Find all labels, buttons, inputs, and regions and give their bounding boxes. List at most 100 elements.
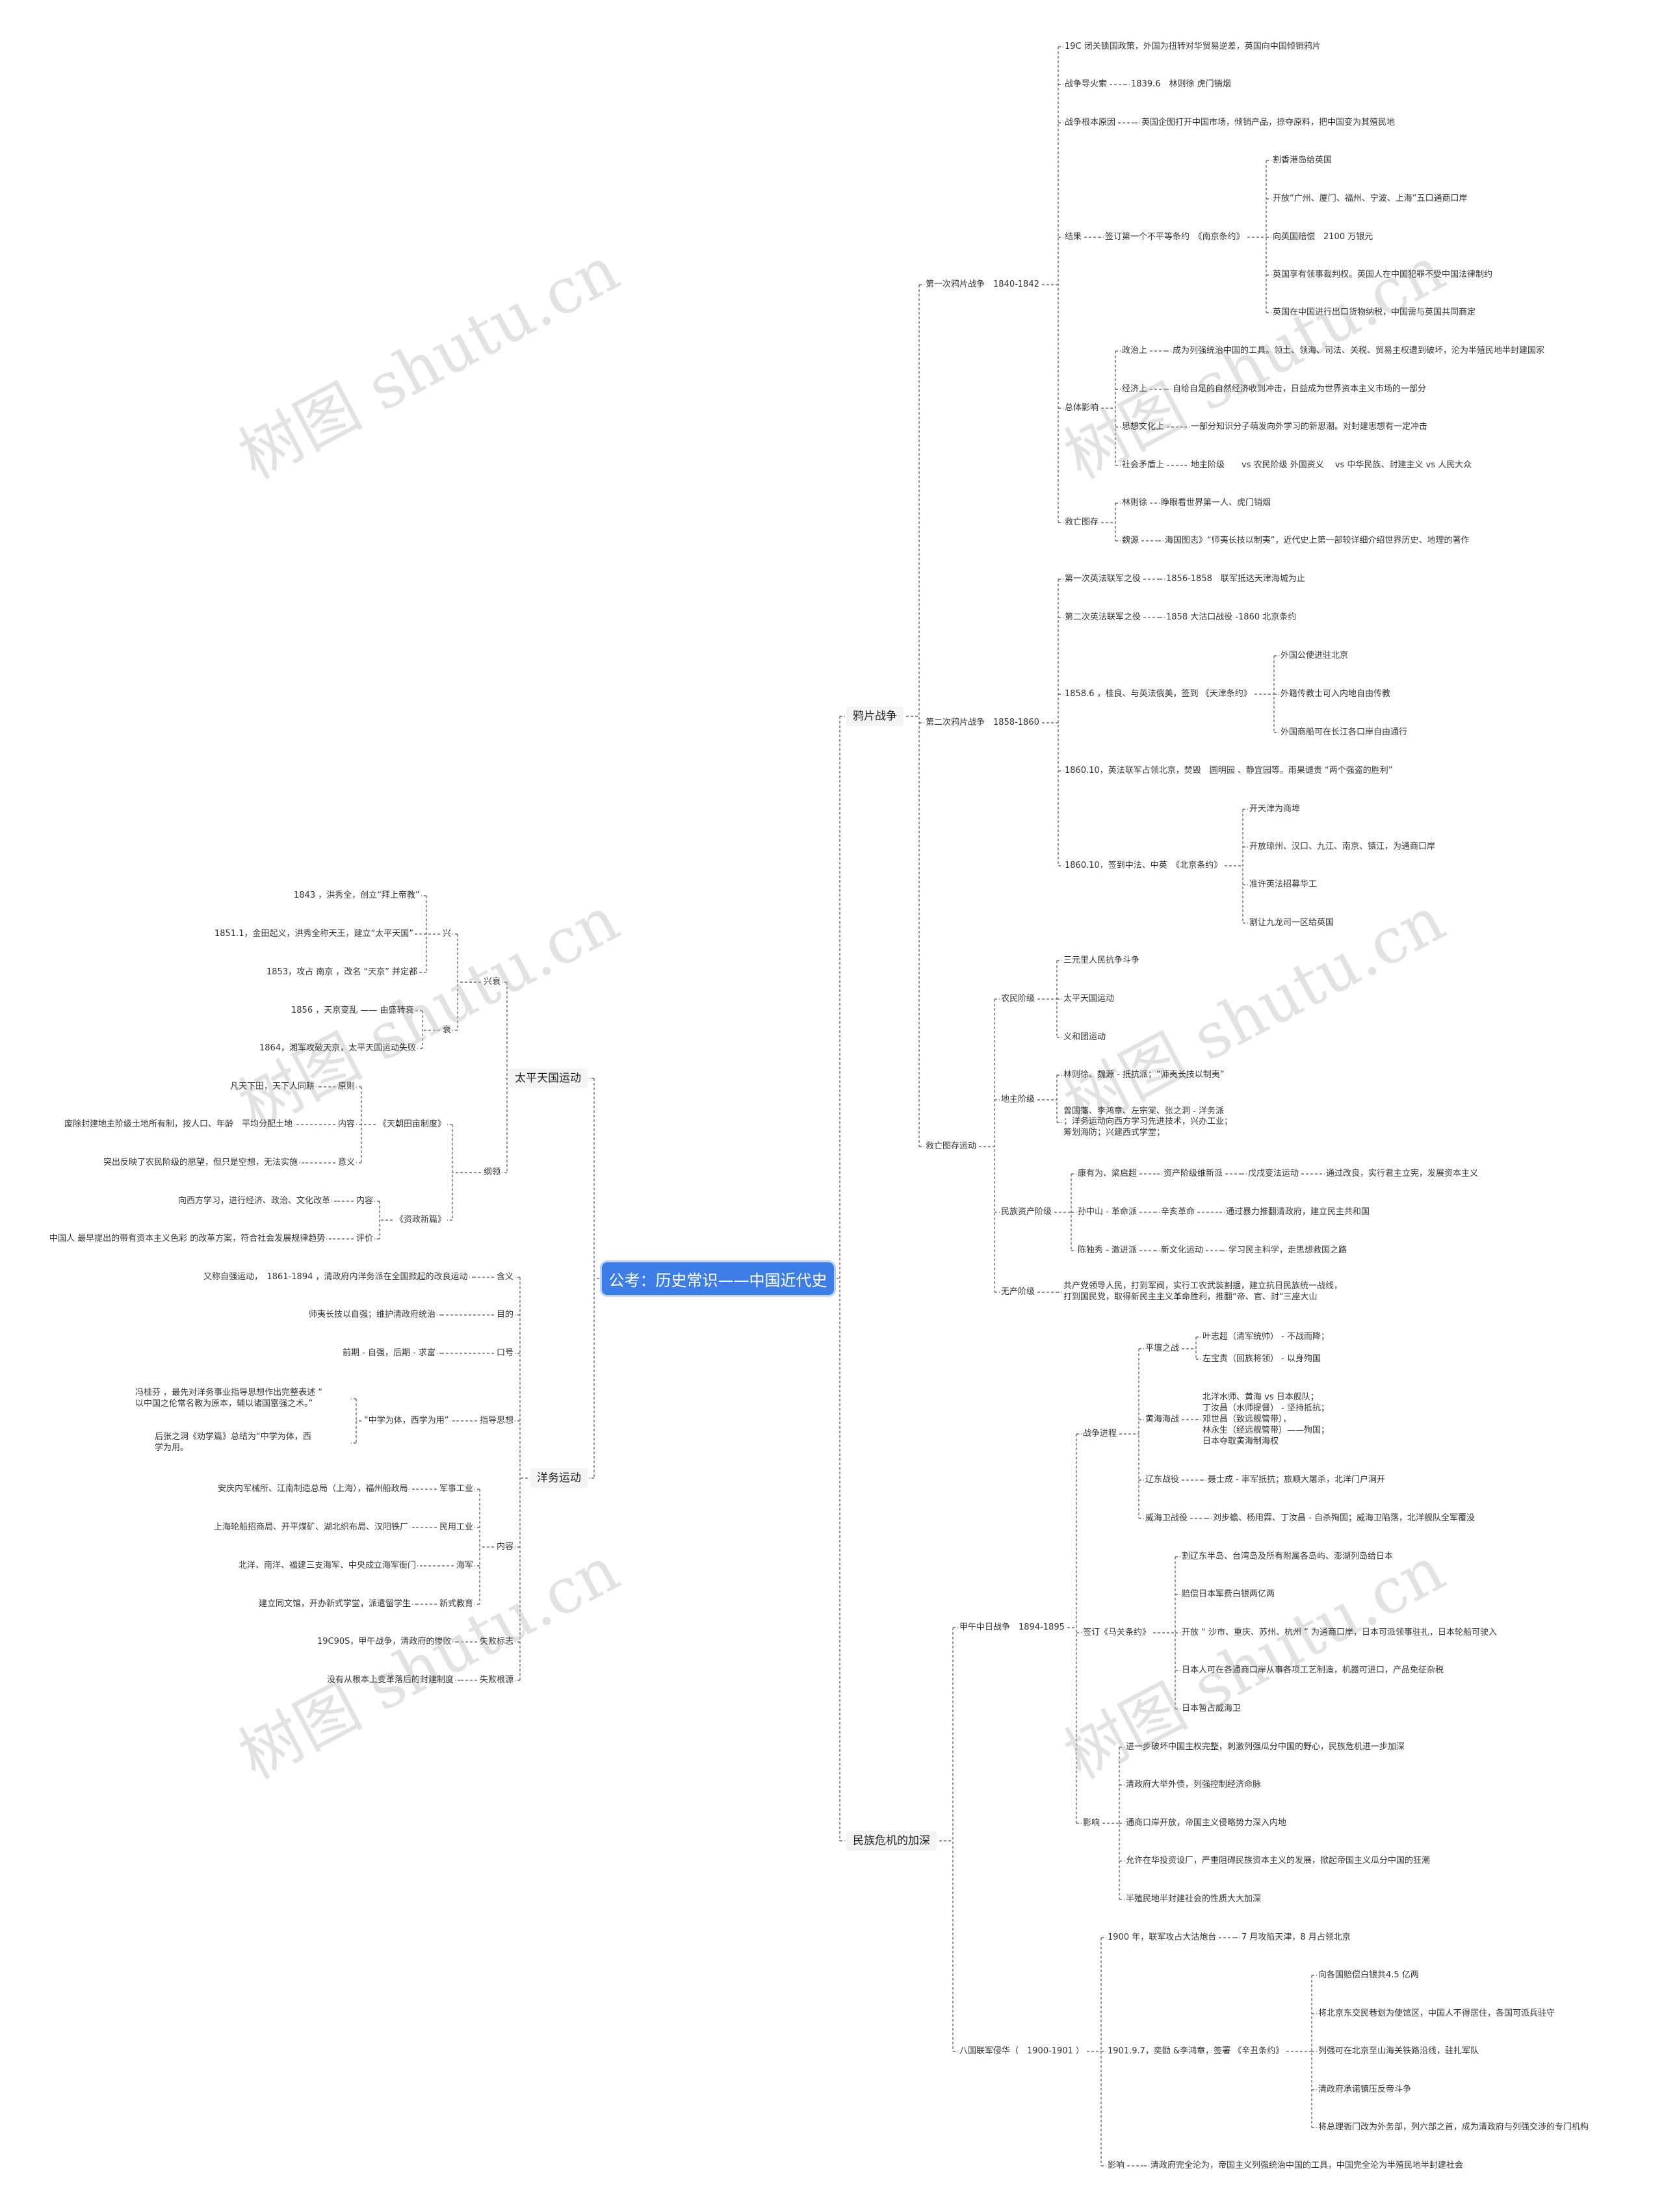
topic-right-crisis-boxer-items-6[interactable]: 清政府承诺镇压反帝斗争 [1318,2084,1412,2094]
topic-right-crisis-sino-items-16[interactable]: 影响 [1083,1817,1100,1828]
topic-right-opium-first-items-7[interactable]: 割香港岛给英国 [1273,155,1332,165]
topic-right-crisis-boxer-items-2[interactable]: 1901.9.7，奕劻 &李鸿章，签署 《辛丑条约》 [1108,2046,1284,2056]
topic-right-opium-first-items-1[interactable]: 战争导火索 [1065,79,1108,89]
topic-left-yangwu-items-21[interactable]: 失败根源 [480,1674,514,1685]
topic-right-crisis-sino-items-3[interactable]: 左宝贵（回族将领） - 以身殉国 [1202,1353,1321,1364]
topic-right-opium-first-items-9[interactable]: 向英国赔偿 2100 万银元 [1273,231,1373,242]
topic-right-opium-save-label[interactable]: 救亡图存运动 [926,1141,977,1151]
topic-left-taiping-items-19[interactable]: 评价 [356,1233,374,1243]
topic-right-opium-first-items-20[interactable]: 地主阶级 vs 农民阶级 外国资义 vs 中华民族、封建主义 vs 人民大众 [1191,460,1472,470]
topic-left-yangwu-items-0[interactable]: 含义 [497,1271,514,1282]
topic-right-crisis-boxer-items-5[interactable]: 列强可在北京至山海关铁路沿线，驻扎军队 [1318,2046,1479,2056]
topic-right-opium-save-items-1[interactable]: 三元里人民抗争斗争 [1063,955,1140,965]
topic-right-opium-first-items-16[interactable]: 自给自足的自然经济收到冲击，日益成为世界资本主义市场的一部分 [1173,384,1427,394]
topic-left-yangwu-items-19[interactable]: 失败标志 [480,1636,514,1646]
topic-right-crisis-sino-items-6[interactable]: 辽东战役 [1145,1474,1180,1485]
topic-right-opium-first-items-12[interactable]: 总体影响 [1065,402,1099,413]
topic-right-opium-first-items-10[interactable]: 英国享有领事裁判权。英国人在中国犯罪不受中国法律制约 [1273,269,1493,280]
topic-right-opium-first-items-19[interactable]: 社会矛盾上 [1122,460,1165,470]
topic-left-taiping-items-6[interactable]: 1856 ，天京变乱 —— 由盛转衰 [291,1005,414,1015]
topic-right-opium-first-items-2[interactable]: 1839.6 林则徐 虎门销烟 [1131,79,1231,89]
topic-right-opium-save-items-5[interactable]: 林则徐、魏源 - 抵抗派；“师夷长技以制夷” [1063,1069,1225,1080]
topic-right-crisis-sino-items-14[interactable]: 日本人可在各通商口岸从事各项工艺制造，机器可进口，产品免征杂税 [1182,1665,1444,1675]
topic-right-crisis-sino-items-10[interactable]: 签订《马关条约》 [1083,1627,1151,1637]
topic-right-opium-save-items-10[interactable]: 戊戌变法运动 [1248,1168,1299,1178]
topic-left-yangwu-items-18[interactable]: 建立同文馆，开办新式学堂，派遣留学生 [259,1598,411,1609]
topic-right-opium-save-items-9[interactable]: 资产阶级维新派 [1164,1168,1223,1178]
branch-left-yangwu-label[interactable]: 洋务运动 [530,1468,588,1489]
topic-right-opium-save-items-17[interactable]: 学习民主科学，走思想救国之路 [1228,1245,1347,1255]
topic-right-crisis-sino-items-2[interactable]: 叶志超（清军统帅） - 不战而降； [1202,1331,1329,1342]
topic-left-yangwu-items-13[interactable]: 民用工业 [439,1522,474,1532]
topic-right-opium-second-items-7[interactable]: 外国商船可在长江各口岸自由通行 [1280,727,1408,737]
topic-right-opium-save-items-14[interactable]: 通过暴力推翻清政府，建立民主共和国 [1226,1206,1370,1217]
topic-right-crisis-sino-items-15[interactable]: 日本暂占威海卫 [1182,1703,1242,1713]
topic-right-crisis-sino-label[interactable]: 甲午中日战争 1894-1895 [959,1622,1065,1632]
topic-left-yangwu-items-17[interactable]: 新式教育 [439,1598,474,1609]
topic-right-opium-first-items-11[interactable]: 英国在中国进行出口货物纳税，中国需与英国共同商定 [1273,307,1476,317]
topic-left-taiping-items-15[interactable]: 突出反映了农民阶级的愿望，但只是空想，无法实施 [103,1157,298,1167]
topic-right-crisis-boxer-items-7[interactable]: 将总理衙门改为外务部，列六部之首，成为清政府与列强交涉的专门机构 [1318,2122,1589,2132]
topic-left-yangwu-items-16[interactable]: 北洋、南洋、福建三支海军、中央成立海军衙门 [239,1560,417,1570]
topic-right-crisis-boxer-items-3[interactable]: 向各国赔偿白银共4.5 亿两 [1318,1970,1419,1980]
topic-right-opium-first-items-23[interactable]: 睁眼看世界第一人、虎门销烟 [1161,497,1271,508]
topic-left-taiping-items-1[interactable]: 兴 [443,928,452,939]
topic-right-opium-second-items-5[interactable]: 外国公使进驻北京 [1280,650,1349,660]
topic-left-taiping-items-4[interactable]: 1853，攻占 南京 ，改名 “天京” 并定都 [266,967,418,977]
topic-right-crisis-sino-items-0[interactable]: 战争进程 [1083,1428,1117,1438]
topic-right-opium-second-items-9[interactable]: 1860.10，签到中法、中英 《北京条约》 [1065,860,1223,870]
topic-right-opium-second-items-8[interactable]: 1860.10，英法联军占领北京，焚毁 圆明园 、静宜园等。雨果谴责 “两个强盗… [1065,765,1393,775]
topic-right-crisis-boxer-items-0[interactable]: 1900 年，联军攻占大沽炮台 [1108,1932,1217,1942]
topic-left-yangwu-items-4[interactable]: 口号 [497,1347,514,1358]
topic-left-yangwu-items-10[interactable]: 内容 [497,1541,514,1552]
root-topic[interactable]: 公考：历史常识——中国近代史 [602,1262,834,1295]
topic-right-crisis-sino-items-12[interactable]: 赔偿日本军费白银两亿两 [1182,1589,1275,1599]
topic-right-crisis-sino-items-11[interactable]: 割辽东半岛、台湾岛及所有附属各岛屿、澎湖列岛给日本 [1182,1551,1394,1561]
topic-left-yangwu-items-2[interactable]: 目的 [497,1309,514,1320]
topic-right-opium-first-items-8[interactable]: 开放“广州、厦门、福州、宁波、上海”五口通商口岸 [1273,193,1468,203]
topic-right-crisis-boxer-items-9[interactable]: 清政府完全沦为，帝国主义列强统治中国的工具，中国完全沦为半殖民地半封建社会 [1150,2160,1464,2170]
topic-right-opium-first-items-18[interactable]: 一部分知识分子萌发向外学习的新思潮。对封建思想有一定冲击 [1191,421,1428,432]
topic-right-opium-save-items-4[interactable]: 地主阶级 [1001,1094,1035,1104]
topic-left-yangwu-items-15[interactable]: 海军 [456,1560,474,1570]
topic-right-crisis-sino-items-1[interactable]: 平壤之战 [1145,1343,1180,1353]
topic-right-opium-first-items-6[interactable]: 签订第一个不平等条约 《南京条约》 [1105,231,1245,242]
topic-left-taiping-items-20[interactable]: 中国人 最早提出的带有资本主义色彩 的改革方案，符合社会发展规律趋势 [49,1233,326,1243]
topic-right-opium-first-items-14[interactable]: 成为列强统治中国的工具。领土、领海、司法、关税、贸易主权遭到破坏，沦为半殖民地半… [1173,345,1545,356]
topic-right-opium-second-items-0[interactable]: 第一次英法联军之役 [1065,573,1141,584]
topic-right-opium-save-items-8[interactable]: 康有为、梁启超 [1078,1168,1138,1178]
topic-left-taiping-items-5[interactable]: 衰 [443,1024,452,1035]
topic-right-crisis-sino-items-13[interactable]: 开放 “ 沙市、重庆、苏州、杭州 ” 为通商口岸，日本可派领事驻扎，日本轮船可驶… [1182,1627,1497,1637]
topic-right-opium-first-items-25[interactable]: 海国图志》“师夷长技以制夷”，近代史上第一部较详细介绍世界历史、地理的著作 [1165,535,1470,545]
topic-right-opium-first-items-24[interactable]: 魏源 [1122,535,1139,545]
topic-right-crisis-sino-items-7[interactable]: 聂士成 - 率军抵抗；旅顺大屠杀，北洋门户洞开 [1208,1474,1385,1485]
topic-right-opium-first-label[interactable]: 第一次鸦片战争 1840-1842 [926,279,1039,289]
topic-right-crisis-boxer-label[interactable]: 八国联军侵华（ 1900-1901 ） [959,2046,1084,2056]
topic-left-yangwu-items-1[interactable]: 又称自强运动， 1861-1894 ，清政府内洋务派在全国掀起的改良运动 [203,1271,468,1282]
topic-right-crisis-sino-items-8[interactable]: 威海卫战役 [1145,1513,1188,1523]
topic-left-taiping-items-7[interactable]: 1864，湘军攻破天京，太平天国运动失败 [259,1043,417,1053]
topic-right-opium-save-items-2[interactable]: 太平天国运动 [1063,993,1115,1004]
topic-left-taiping-items-16[interactable]: 《资政新篇》 [395,1214,447,1225]
topic-left-yangwu-items-14[interactable]: 上海轮船招商局、开平煤矿、湖北织布局、汉阳铁厂 [214,1522,409,1532]
topic-right-opium-save-items-18[interactable]: 无产阶级 [1001,1286,1035,1297]
topic-right-opium-second-label[interactable]: 第二次鸦片战争 1858-1860 [926,717,1039,727]
topic-right-opium-save-items-11[interactable]: 通过改良，实行君主立宪，发展资本主义 [1326,1168,1479,1178]
topic-right-crisis-boxer-items-4[interactable]: 将北京东交民巷划为使馆区，中国人不得居住，各国可派兵驻守 [1318,2008,1555,2018]
branch-left-taiping-label[interactable]: 太平天国运动 [508,1069,588,1089]
topic-left-taiping-items-2[interactable]: 1843 ，洪秀全，创立“拜上帝教” [294,890,420,900]
topic-left-yangwu-items-11[interactable]: 军事工业 [439,1483,474,1494]
topic-right-opium-save-items-16[interactable]: 新文化运动 [1161,1245,1204,1255]
topic-right-opium-save-items-3[interactable]: 义和团运动 [1063,1032,1106,1042]
topic-right-opium-first-items-17[interactable]: 思想文化上 [1122,421,1165,432]
topic-right-opium-first-items-5[interactable]: 结果 [1065,231,1082,242]
topic-left-taiping-items-14[interactable]: 意义 [338,1157,356,1167]
topic-right-opium-save-items-15[interactable]: 陈独秀 - 激进派 [1078,1245,1137,1255]
topic-right-opium-save-items-6[interactable]: 曾国藩、李鸿章、左宗棠、张之洞 - 洋务派 ；洋务运动向西方学习先进技术，兴办工… [1063,1106,1233,1138]
topic-right-opium-save-items-0[interactable]: 农民阶级 [1001,993,1035,1004]
topic-right-crisis-sino-items-21[interactable]: 半殖民地半封建社会的性质大大加深 [1126,1893,1262,1904]
topic-right-crisis-boxer-items-1[interactable]: 7 月攻陷天津，8 月占领北京 [1242,1932,1351,1942]
topic-left-yangwu-items-9[interactable]: 后张之洞《劝学篇》总结为“中学为体，西 学为用。 [155,1432,311,1453]
topic-left-taiping-items-0[interactable]: 兴衰 [484,976,501,987]
topic-right-opium-second-items-2[interactable]: 第二次英法联军之役 [1065,612,1141,622]
